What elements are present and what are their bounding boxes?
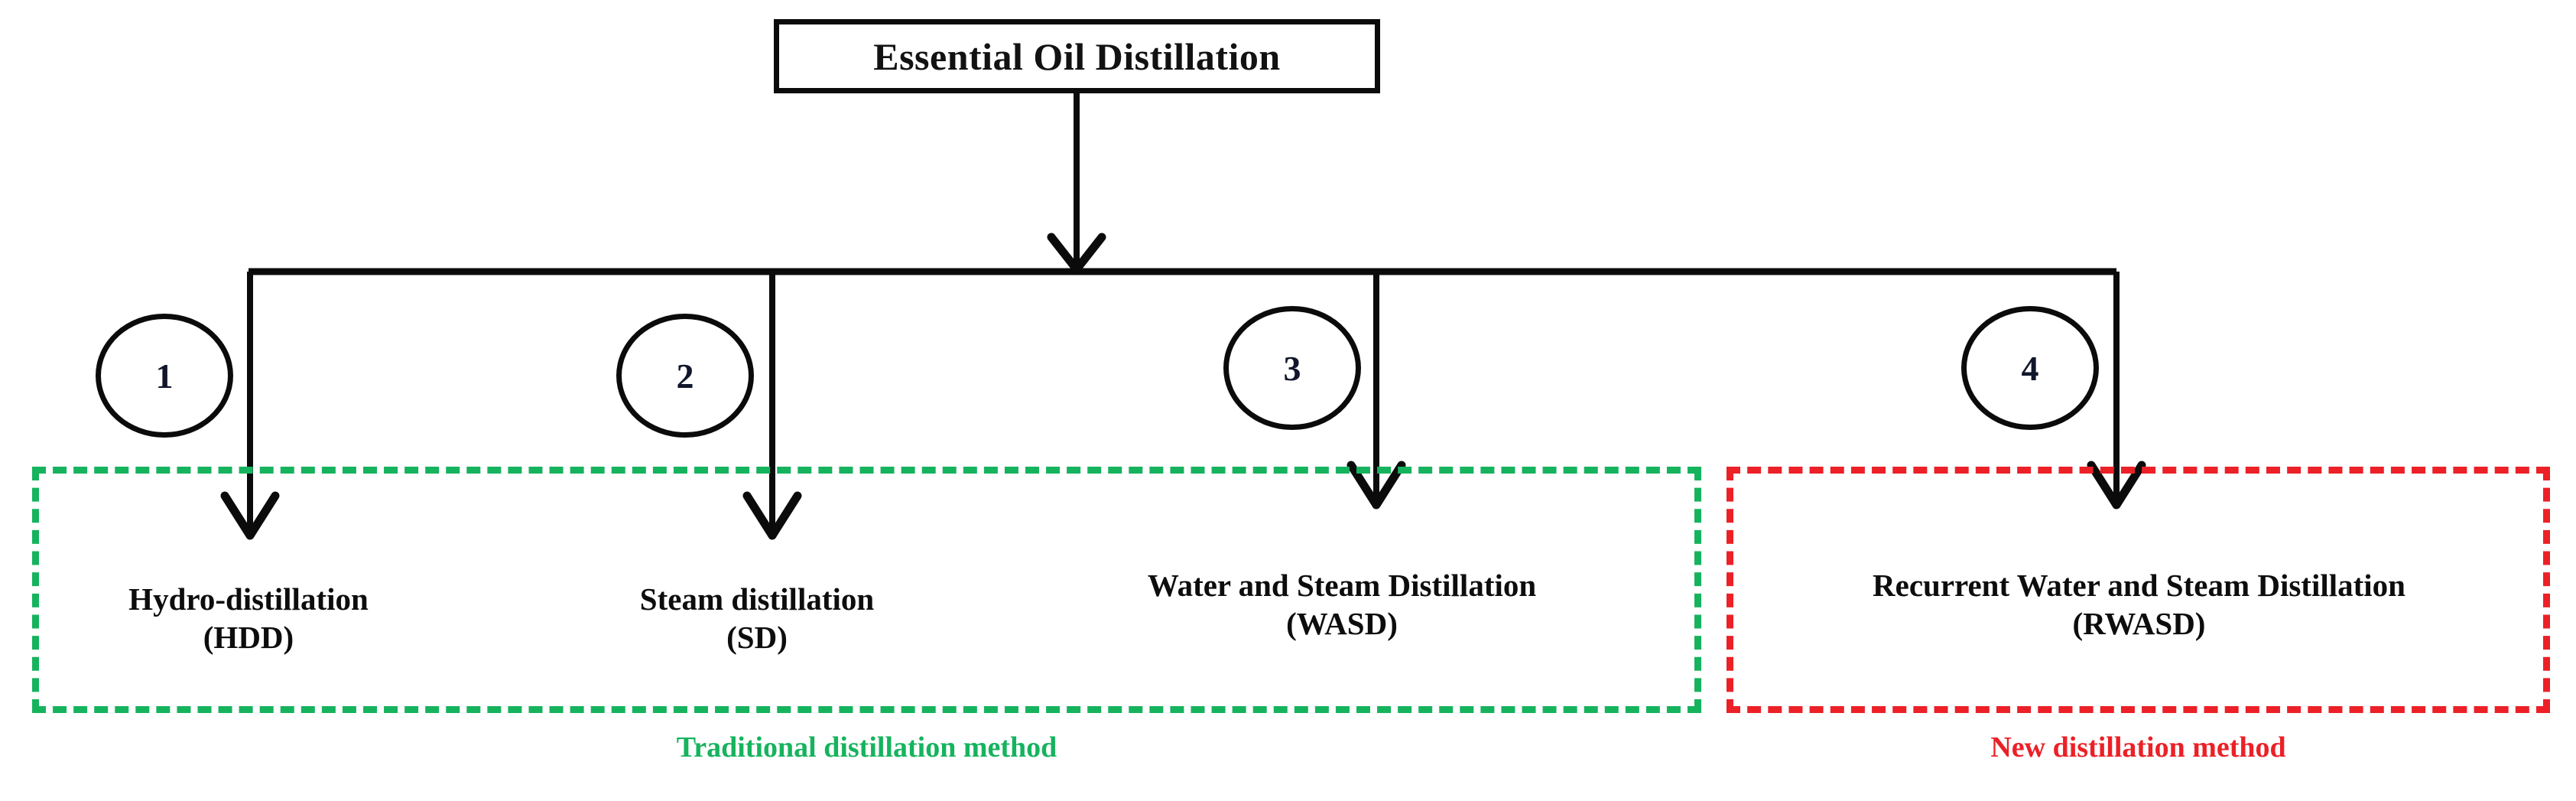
leaf-node-1-line1: Hydro-distillation bbox=[128, 581, 369, 617]
root-node[interactable]: Essential Oil Distillation bbox=[774, 19, 1380, 93]
leaf-node-water-and-steam-distillation[interactable]: Water and Steam Distillation (WASD) bbox=[1025, 566, 1659, 643]
branch-marker-1[interactable]: 1 bbox=[96, 314, 233, 438]
leaf-node-3-line2: (WASD) bbox=[1286, 606, 1398, 642]
leaf-node-2-line1: Steam distillation bbox=[639, 581, 875, 617]
branch-marker-2[interactable]: 2 bbox=[616, 314, 754, 438]
branch-marker-4[interactable]: 4 bbox=[1961, 306, 2099, 430]
leaf-node-3-line1: Water and Steam Distillation bbox=[1147, 568, 1537, 603]
leaf-node-steam-distillation[interactable]: Steam distillation (SD) bbox=[528, 580, 986, 656]
branch-marker-1-label: 1 bbox=[155, 356, 174, 396]
root-node-label: Essential Oil Distillation bbox=[873, 34, 1281, 78]
branch-marker-3[interactable]: 3 bbox=[1223, 306, 1361, 430]
leaf-node-2-line2: (SD) bbox=[726, 620, 788, 656]
branch-marker-2-label: 2 bbox=[676, 356, 694, 396]
leaf-node-1-line2: (HDD) bbox=[203, 620, 294, 656]
group-caption-traditional: Traditional distillation method bbox=[676, 731, 1057, 764]
group-box-new[interactable] bbox=[1727, 467, 2550, 713]
group-caption-new: New distillation method bbox=[1990, 731, 2286, 764]
arrowhead-root bbox=[1047, 233, 1106, 274]
leaf-node-4-line1: Recurrent Water and Steam Distillation bbox=[1873, 568, 2405, 603]
branch-marker-4-label: 4 bbox=[2021, 348, 2039, 388]
branch-marker-3-label: 3 bbox=[1283, 348, 1301, 388]
leaf-node-hydro-distillation[interactable]: Hydro-distillation (HDD) bbox=[23, 580, 474, 656]
leaf-node-4-line2: (RWASD) bbox=[2072, 606, 2206, 642]
leaf-node-recurrent-water-and-steam-distillation[interactable]: Recurrent Water and Steam Distillation (… bbox=[1736, 566, 2542, 643]
group-box-traditional[interactable] bbox=[32, 467, 1701, 713]
